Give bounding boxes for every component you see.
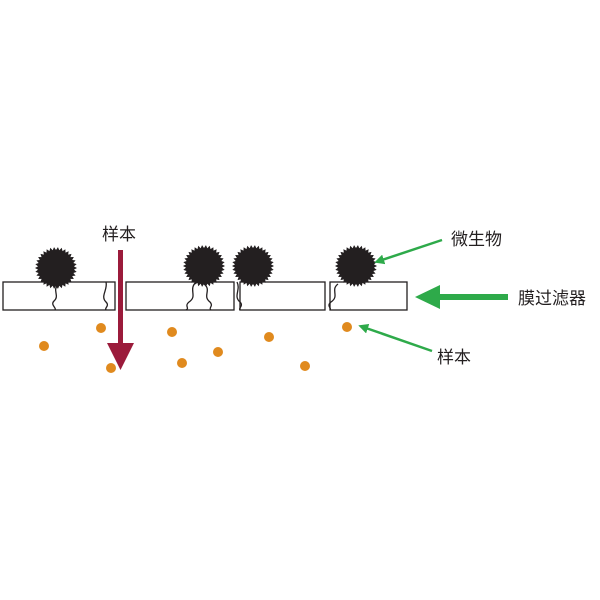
particle-icon bbox=[106, 363, 116, 373]
particle-icon bbox=[167, 327, 177, 337]
particle-icon bbox=[264, 332, 274, 342]
membrane-pore bbox=[203, 283, 213, 311]
sample-flow-arrow bbox=[107, 250, 134, 370]
particle-icon bbox=[96, 323, 106, 333]
microorganism-label: 微生物 bbox=[451, 230, 502, 250]
particle-icon bbox=[39, 341, 49, 351]
membrane-pore bbox=[103, 281, 109, 311]
particle-icon bbox=[300, 361, 310, 371]
membrane-segment bbox=[2, 281, 116, 311]
membrane-segment bbox=[329, 281, 408, 311]
membrane-pore bbox=[52, 284, 59, 311]
particle-icon bbox=[213, 347, 223, 357]
membrane-segment bbox=[239, 281, 326, 311]
membrane-segment bbox=[125, 281, 235, 311]
membrane-pore bbox=[328, 283, 339, 311]
particle-icon bbox=[177, 358, 187, 368]
membrane-filter-label: 膜过滤器 bbox=[518, 289, 586, 309]
sample-label-bottom: 样本 bbox=[437, 348, 471, 368]
sample-arrow-head bbox=[107, 343, 134, 370]
sample-arrow-shaft bbox=[118, 250, 123, 350]
microbe-pointer-arrow bbox=[374, 238, 443, 265]
microbe-icon bbox=[335, 245, 377, 287]
microbe-icon bbox=[183, 245, 225, 287]
microbe-icon bbox=[35, 247, 77, 289]
membrane-pore bbox=[236, 281, 243, 311]
microbes bbox=[35, 245, 377, 289]
particle-icon bbox=[342, 322, 352, 332]
microbe-icon bbox=[232, 245, 274, 287]
membrane-filter bbox=[2, 281, 408, 311]
sample-pointer-arrow bbox=[358, 323, 433, 353]
sample-particles bbox=[39, 322, 352, 373]
membrane-pore bbox=[185, 281, 197, 311]
membrane-pointer-arrow bbox=[415, 285, 508, 309]
sample-label-top: 样本 bbox=[102, 225, 136, 245]
